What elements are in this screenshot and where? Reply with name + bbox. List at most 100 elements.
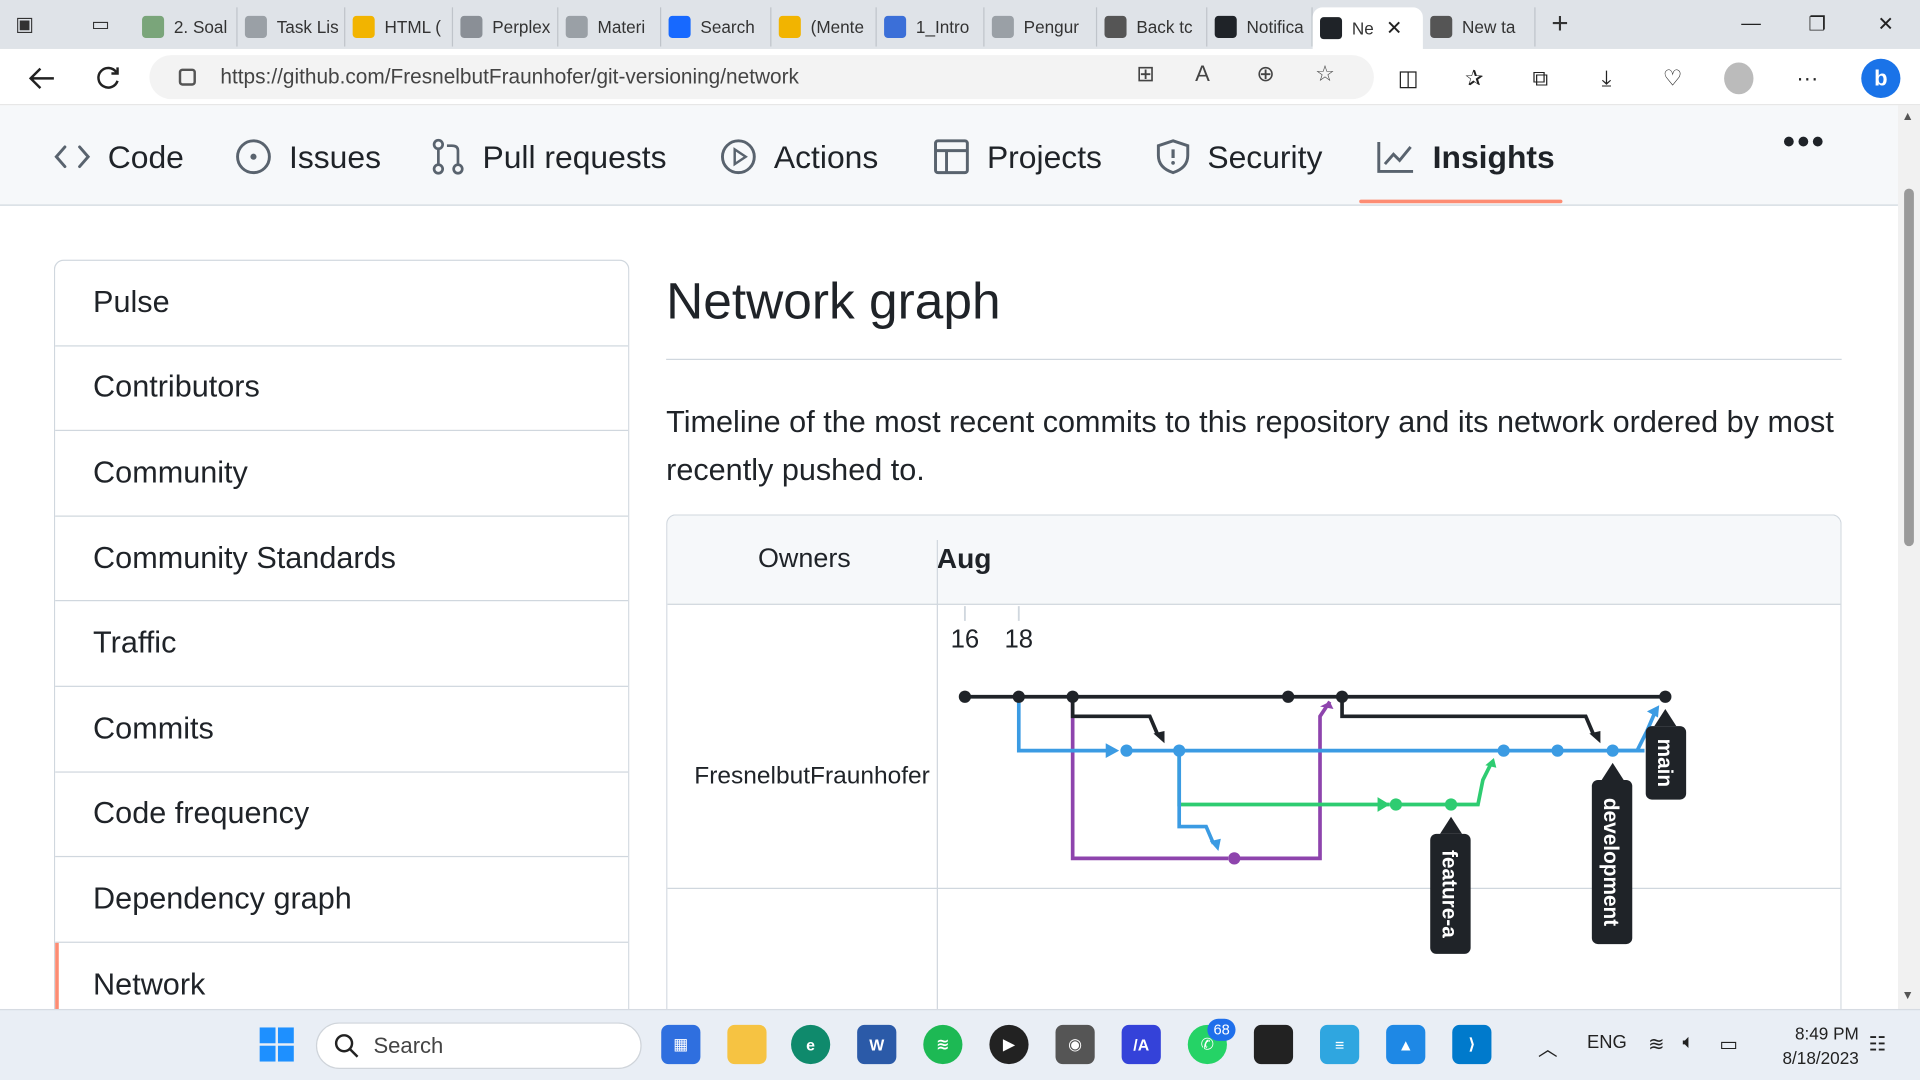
battery-icon[interactable]: ▭ [1719,1034,1738,1056]
address-bar[interactable]: https://github.com/FresnelbutFraunhofer/… [149,55,1374,100]
branch-label-main[interactable]: main [1645,708,1687,800]
commit-dot[interactable] [1228,852,1241,865]
sidebar-item-dependency-graph[interactable]: Dependency graph [55,857,629,943]
chevron-up-icon[interactable]: ︿ [1537,1039,1558,1061]
tab-projects[interactable]: Projects [933,132,1102,181]
commit-dot[interactable] [1606,744,1619,757]
maximize-button[interactable]: ❐ [1808,14,1826,36]
file-explorer-icon[interactable] [727,1024,767,1065]
edge-browser-icon[interactable]: e [791,1024,831,1065]
tab-security[interactable]: Security [1156,132,1322,181]
branch-label-feature-a[interactable]: feature-a [1430,816,1471,954]
sticky-notes-icon[interactable] [1253,1024,1294,1065]
microsoft-store-icon[interactable]: ▦ [661,1024,701,1065]
tab-insights[interactable]: Insights [1376,132,1555,181]
sidebar-item-community[interactable]: Community [55,431,629,517]
camera-icon[interactable]: ◉ [1055,1024,1095,1065]
sidebar-item-commits[interactable]: Commits [55,687,629,773]
favorites-icon[interactable]: ✰ [1465,65,1484,91]
scroll-down-arrow[interactable]: ▼ [1901,989,1914,1003]
collections-icon[interactable]: ⧉ [1532,65,1549,91]
commit-dot[interactable] [1120,744,1133,757]
zoom-icon[interactable]: ⊕ [1256,61,1275,86]
downloads-icon[interactable]: ⤓ [1601,65,1612,91]
sidebar-item-community-standards[interactable]: Community Standards [55,516,629,602]
language-indicator[interactable]: ENG [1586,1032,1627,1054]
volume-icon[interactable]: 🔈︎ [1682,1032,1695,1054]
vscode-icon[interactable]: ⟩ [1452,1024,1492,1065]
commit-dot[interactable] [1497,744,1510,757]
browser-tab[interactable]: Back tc [1097,7,1208,47]
browser-essentials-icon[interactable]: ♡ [1662,65,1683,91]
tab-actions[interactable]: Actions [720,132,878,181]
tab-actions-icon[interactable]: ▭ [91,14,110,36]
app-available-icon[interactable]: ⊞ [1136,61,1155,86]
scrollbar-thumb[interactable] [1904,188,1914,547]
git-pull-request-icon [432,138,464,175]
commit-dot[interactable] [1012,690,1025,703]
wifi-icon[interactable]: ≋ [1648,1034,1665,1056]
browser-tab[interactable]: Task Lis [238,7,346,47]
commit-dot[interactable] [1282,690,1295,703]
refresh-button[interactable] [88,59,127,98]
notifications-icon[interactable]: ☷ [1868,1034,1887,1056]
browser-tab[interactable]: 2. Soal [135,7,238,47]
more-tabs-button[interactable]: ••• [1782,122,1827,161]
browser-tab[interactable]: Ne✕ [1312,7,1423,49]
close-window-button[interactable]: ✕ [1877,14,1894,36]
browser-tab[interactable]: Notifica [1207,7,1313,47]
profile-avatar[interactable] [1724,62,1754,95]
back-button[interactable] [22,59,61,98]
read-aloud-icon[interactable]: A [1195,61,1210,86]
sidebar-item-code-frequency[interactable]: Code frequency [55,772,629,858]
tab-issues[interactable]: Issues [235,132,381,181]
settings-more-icon[interactable]: ··· [1796,65,1819,91]
notepad-icon[interactable]: ≡ [1320,1024,1360,1065]
clock[interactable]: 8:49 PM 8/18/2023 [1771,1021,1859,1070]
owner-name[interactable]: FresnelbutFraunhofer [694,762,930,790]
browser-tab[interactable]: Pengur [984,7,1098,47]
close-tab-icon[interactable]: ✕ [1386,18,1403,40]
split-screen-icon[interactable]: ◫ [1397,65,1419,91]
spotify-icon[interactable]: ≋ [923,1024,963,1065]
page-scrollbar[interactable]: ▲ ▼ [1897,105,1920,1009]
sidebar-item-network[interactable]: Network [55,942,629,1028]
new-tab-button[interactable]: + [1551,7,1569,41]
commit-dot[interactable] [1444,798,1458,811]
bing-chat-icon[interactable]: b [1861,58,1901,98]
browser-tab[interactable]: Perplex [453,7,559,47]
feature-a-commits[interactable] [1389,798,1458,811]
sidebar-item-contributors[interactable]: Contributors [55,346,629,432]
commit-dot[interactable] [1173,744,1186,757]
photos-icon[interactable]: ▲ [1386,1024,1426,1065]
word-icon[interactable]: W [857,1024,897,1065]
commit-dot[interactable] [1335,690,1349,703]
branch-label-development[interactable]: development [1591,762,1633,945]
main-commits[interactable] [958,690,1672,703]
browser-tab[interactable]: 1_Intro [877,7,985,47]
commit-dot[interactable] [958,690,972,703]
browser-tab[interactable]: Search [661,7,772,47]
commit-dot[interactable] [1551,744,1564,757]
commit-dot[interactable] [1389,798,1403,811]
scroll-up-arrow[interactable]: ▲ [1901,110,1914,124]
workspaces-icon[interactable]: ▣ [15,14,34,36]
development-commits[interactable] [1120,744,1619,757]
network-graph-canvas[interactable]: 16 18 [667,516,1841,1017]
media-player-icon[interactable]: ▶ [989,1024,1029,1065]
start-button[interactable] [257,1025,296,1064]
vector-app-icon[interactable]: /A [1121,1024,1161,1065]
minimize-button[interactable]: — [1741,13,1761,35]
browser-tab[interactable]: (Mente [771,7,877,47]
tab-pull-requests[interactable]: Pull requests [431,132,667,181]
tab-code[interactable]: Code [54,132,184,181]
sidebar-item-traffic[interactable]: Traffic [55,602,629,687]
sidebar-item-pulse[interactable]: Pulse [55,261,629,347]
browser-tab[interactable]: Materi [558,7,662,47]
favorite-star-icon[interactable]: ☆ [1315,61,1335,86]
browser-tab[interactable]: HTML ( [345,7,454,47]
taskbar-search[interactable]: Search [315,1022,642,1069]
browser-tab[interactable]: New ta [1423,7,1536,47]
commit-dot[interactable] [1659,690,1672,703]
commit-dot[interactable] [1066,690,1079,703]
